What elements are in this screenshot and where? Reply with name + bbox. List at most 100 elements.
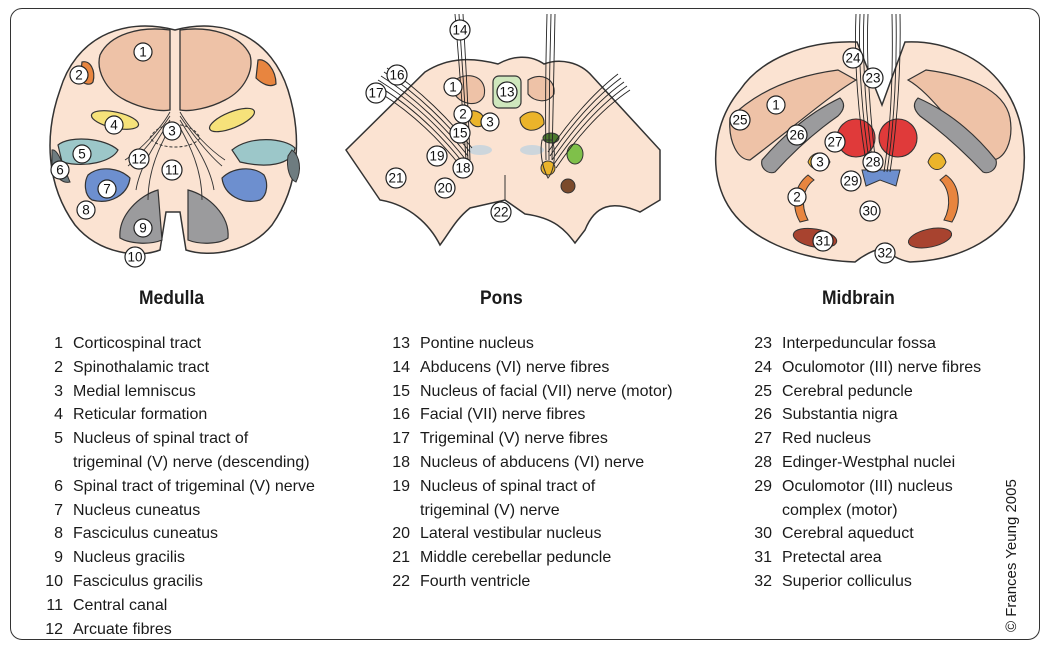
legend-num: 12 <box>35 618 73 642</box>
legend-num: 25 <box>734 380 782 404</box>
legend-num: 32 <box>734 570 782 594</box>
legend-text: Pontine nucleus <box>420 332 534 356</box>
legend-text: Fourth ventricle <box>420 570 530 594</box>
pons-medial-lemniscus-right <box>520 112 544 131</box>
pons-label-19: 19 <box>429 149 444 164</box>
pons-section: 1 2 3 13 14 15 16 17 18 19 20 21 22 <box>346 14 660 245</box>
legend-text: Interpeduncular fossa <box>782 332 936 356</box>
legend-item: 3Medial lemniscus <box>35 380 365 404</box>
legend-num: 15 <box>372 380 420 404</box>
legend-num: 17 <box>372 427 420 451</box>
midbrain-label-32: 32 <box>877 246 892 261</box>
legend-num: 22 <box>372 570 420 594</box>
midbrain-label-2: 2 <box>793 190 801 205</box>
medulla-label-11: 11 <box>165 163 179 178</box>
midbrain-label-31: 31 <box>815 234 830 249</box>
legend-text: Central canal <box>73 594 167 618</box>
legend-num: 28 <box>734 451 782 475</box>
legend-num: 14 <box>372 356 420 380</box>
midbrain-label-27: 27 <box>827 135 842 150</box>
legend-item: 13Pontine nucleus <box>372 332 712 356</box>
legend-item: 29Oculomotor (III) nucleus complex (moto… <box>734 475 1004 523</box>
legend-num: 6 <box>35 475 73 499</box>
legend-text: Oculomotor (III) nerve fibres <box>782 356 981 380</box>
midbrain-label-29: 29 <box>843 174 858 189</box>
legend-num: 16 <box>372 403 420 427</box>
medulla-label-9: 9 <box>139 221 147 236</box>
medulla-label-1: 1 <box>139 45 147 60</box>
legend-num: 18 <box>372 451 420 475</box>
legend-num: 8 <box>35 522 73 546</box>
medulla-label-6: 6 <box>56 163 64 178</box>
midbrain-label-23: 23 <box>865 71 880 86</box>
pons-title: Pons <box>480 288 523 310</box>
legend-num: 29 <box>734 475 782 523</box>
legend-num: 26 <box>734 403 782 427</box>
pons-label-15: 15 <box>452 126 467 141</box>
legend-num: 5 <box>35 427 73 475</box>
legend-text: Oculomotor (III) nucleus complex (motor) <box>782 475 953 523</box>
legend-text: Nucleus gracilis <box>73 546 185 570</box>
legend-text: Arcuate fibres <box>73 618 172 642</box>
midbrain-label-24: 24 <box>845 51 861 66</box>
legend-text: Corticospinal tract <box>73 332 201 356</box>
legend-text: Medial lemniscus <box>73 380 196 404</box>
midbrain-title: Midbrain <box>822 288 895 310</box>
legend-text: Nucleus of spinal tract of trigeminal (V… <box>73 427 310 475</box>
pons-floor-shade-right <box>520 145 544 155</box>
legend-text: Spinal tract of trigeminal (V) nerve <box>73 475 315 499</box>
copyright-notice: © Frances Yeung 2005 <box>1003 479 1020 632</box>
legend-text: Reticular formation <box>73 403 207 427</box>
legend-text: Red nucleus <box>782 427 871 451</box>
medulla-section: 1 2 3 4 5 6 7 8 9 10 11 12 <box>50 26 299 267</box>
medulla-title: Medulla <box>139 288 204 310</box>
legend-num: 9 <box>35 546 73 570</box>
legend-item: 23Interpeduncular fossa <box>734 332 1004 356</box>
legend-text: Superior colliculus <box>782 570 912 594</box>
pons-label-16: 16 <box>389 68 404 83</box>
pons-label-2: 2 <box>459 107 467 122</box>
pons-floor-shade-left <box>468 145 492 155</box>
legend-text: Facial (VII) nerve fibres <box>420 403 585 427</box>
legend-text: Substantia nigra <box>782 403 898 427</box>
legend-text: Cerebral aqueduct <box>782 522 914 546</box>
legend-item: 16Facial (VII) nerve fibres <box>372 403 712 427</box>
legend-item: 22Fourth ventricle <box>372 570 712 594</box>
legend-text: Nucleus of facial (VII) nerve (motor) <box>420 380 673 404</box>
midbrain-label-30: 30 <box>862 204 877 219</box>
midbrain-section: 1 2 3 23 24 25 26 27 28 29 30 31 32 <box>716 14 1025 263</box>
legend-text: Spinothalamic tract <box>73 356 209 380</box>
medulla-label-5: 5 <box>78 147 86 162</box>
pons-label-1: 1 <box>449 80 457 95</box>
legend-text: Cerebral peduncle <box>782 380 913 404</box>
medulla-label-4: 4 <box>110 118 118 133</box>
legend-text: Nucleus of spinal tract of trigeminal (V… <box>420 475 595 523</box>
legend-text: Pretectal area <box>782 546 882 570</box>
pons-label-14: 14 <box>452 23 468 38</box>
legend-item: 28Edinger-Westphal nuclei <box>734 451 1004 475</box>
medulla-label-2: 2 <box>75 68 83 83</box>
legend-num: 21 <box>372 546 420 570</box>
legend-text: Abducens (VI) nerve fibres <box>420 356 609 380</box>
legend-item: 27Red nucleus <box>734 427 1004 451</box>
pons-vestibular-right <box>561 179 575 193</box>
pons-label-20: 20 <box>437 181 452 196</box>
midbrain-label-26: 26 <box>789 128 804 143</box>
